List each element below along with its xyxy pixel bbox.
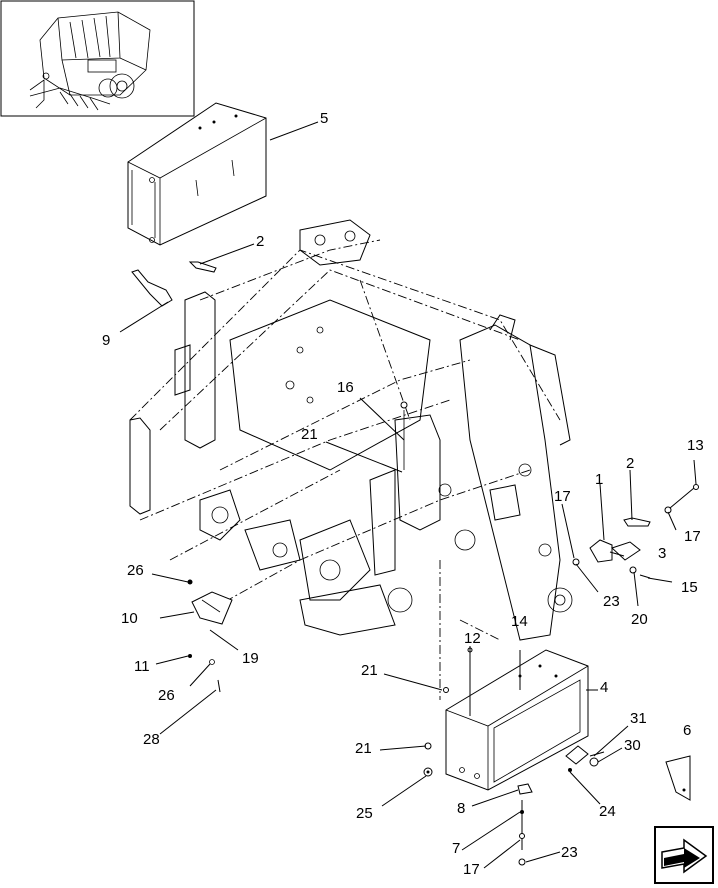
callout-24: 24 xyxy=(599,803,616,820)
leader-lines xyxy=(119,121,697,869)
callout-26-lower: 26 xyxy=(158,687,175,704)
part-2-upper-bracket xyxy=(188,261,217,273)
callout-12: 12 xyxy=(464,630,481,647)
part-10-bracket xyxy=(187,579,233,693)
part-1-bracket xyxy=(589,539,641,563)
callout-30: 30 xyxy=(624,737,641,754)
callout-21-upper: 21 xyxy=(301,426,318,443)
part-15-20-fasteners xyxy=(572,558,651,579)
callout-15: 15 xyxy=(681,579,698,596)
callout-17-right: 17 xyxy=(684,528,701,545)
arrow-icon xyxy=(654,826,714,884)
callout-2-right: 2 xyxy=(626,455,635,472)
part-6-plate xyxy=(665,755,691,801)
callout-5: 5 xyxy=(320,110,329,127)
callout-21-lower: 21 xyxy=(355,740,372,757)
callout-11: 11 xyxy=(134,658,150,675)
baler-thumbnail-image xyxy=(29,11,151,111)
callout-23-bottom: 23 xyxy=(561,844,578,861)
callout-16: 16 xyxy=(337,379,354,396)
callout-17-bottom: 17 xyxy=(463,861,480,878)
part-9-bracket xyxy=(131,269,173,307)
callout-2-upper: 2 xyxy=(256,233,265,250)
callout-25: 25 xyxy=(356,805,373,822)
callout-8: 8 xyxy=(457,800,466,817)
callout-19: 19 xyxy=(242,650,259,667)
callout-13: 13 xyxy=(687,437,704,454)
next-page-arrow-icon[interactable] xyxy=(654,826,714,884)
part-8-7-17-23-stack xyxy=(517,783,533,866)
part-2-right-pin xyxy=(623,517,651,527)
callout-7: 7 xyxy=(452,840,461,857)
callout-10: 10 xyxy=(121,610,138,627)
part-4-box xyxy=(445,649,589,791)
callout-17-mid: 17 xyxy=(554,488,571,505)
callout-1: 1 xyxy=(595,471,604,488)
callout-3: 3 xyxy=(658,545,667,562)
callout-31: 31 xyxy=(630,710,647,727)
part-21-25-lower xyxy=(423,742,433,777)
part-5-cover xyxy=(127,102,267,246)
callout-20: 20 xyxy=(631,611,648,628)
callout-4: 4 xyxy=(600,679,609,696)
callout-28: 28 xyxy=(143,731,160,748)
callout-9: 9 xyxy=(102,332,111,349)
callout-21-middle: 21 xyxy=(361,662,378,679)
callout-6: 6 xyxy=(683,722,692,739)
callout-26-upper: 26 xyxy=(127,562,144,579)
baler-frame xyxy=(129,219,573,700)
locator-inset xyxy=(0,0,195,117)
callout-14: 14 xyxy=(511,613,528,630)
callout-23-mid: 23 xyxy=(603,593,620,610)
